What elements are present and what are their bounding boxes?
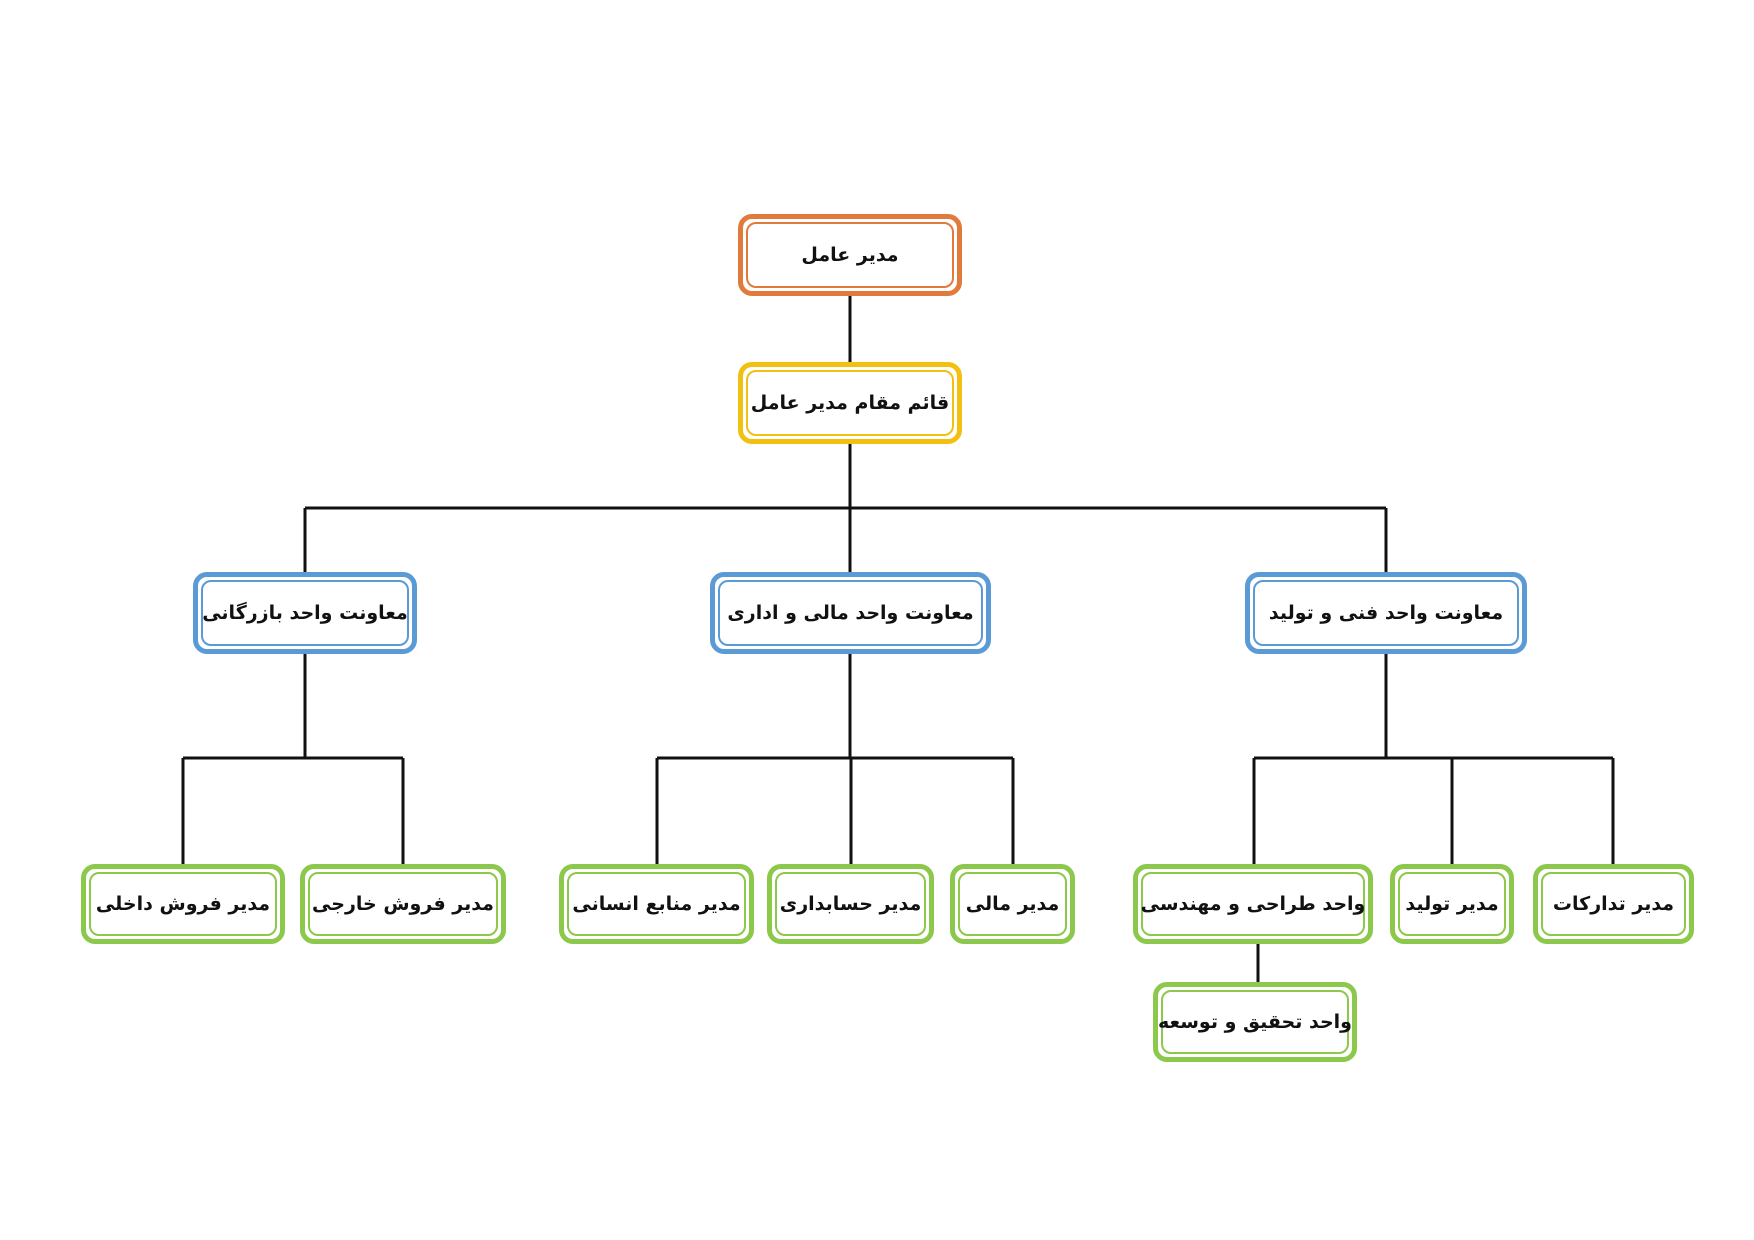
vp-commercial-label: معاونت واحد بازرگانی	[201, 580, 409, 646]
hr-manager-label: مدیر منابع انسانی	[567, 872, 746, 936]
rnd-unit-box[interactable]: واحد تحقیق و توسعه	[1153, 982, 1357, 1062]
hr-manager-box[interactable]: مدیر منابع انسانی	[559, 864, 754, 944]
vp-finance-box[interactable]: معاونت واحد مالی و اداری	[710, 572, 991, 654]
finance-manager-box[interactable]: مدیر مالی	[950, 864, 1075, 944]
rnd-unit-label: واحد تحقیق و توسعه	[1158, 990, 1352, 1054]
deputy-ceo-box[interactable]: قائم مقام مدیر عامل	[738, 362, 962, 444]
ceo-box[interactable]: مدیر عامل	[738, 214, 962, 296]
domestic-sales-manager-label: مدیر فروش داخلی	[89, 872, 277, 936]
accounting-manager-label: مدیر حسابداری	[775, 872, 926, 936]
vp-finance-label: معاونت واحد مالی و اداری	[718, 580, 983, 646]
vp-technical-label: معاونت واحد فنی و تولید	[1253, 580, 1519, 646]
foreign-sales-manager-box[interactable]: مدیر فروش خارجی	[300, 864, 506, 944]
procurement-manager-label: مدیر تدارکات	[1541, 872, 1686, 936]
procurement-manager-box[interactable]: مدیر تدارکات	[1533, 864, 1694, 944]
vp-technical-box[interactable]: معاونت واحد فنی و تولید	[1245, 572, 1527, 654]
deputy-ceo-label: قائم مقام مدیر عامل	[746, 370, 954, 436]
design-engineering-unit-box[interactable]: واحد طراحی و مهندسی	[1133, 864, 1373, 944]
production-manager-label: مدیر تولید	[1398, 872, 1506, 936]
finance-manager-label: مدیر مالی	[958, 872, 1067, 936]
foreign-sales-manager-label: مدیر فروش خارجی	[308, 872, 498, 936]
ceo-label: مدیر عامل	[746, 222, 954, 288]
production-manager-box[interactable]: مدیر تولید	[1390, 864, 1514, 944]
accounting-manager-box[interactable]: مدیر حسابداری	[767, 864, 934, 944]
design-engineering-unit-label: واحد طراحی و مهندسی	[1141, 872, 1365, 936]
vp-commercial-box[interactable]: معاونت واحد بازرگانی	[193, 572, 417, 654]
domestic-sales-manager-box[interactable]: مدیر فروش داخلی	[81, 864, 285, 944]
